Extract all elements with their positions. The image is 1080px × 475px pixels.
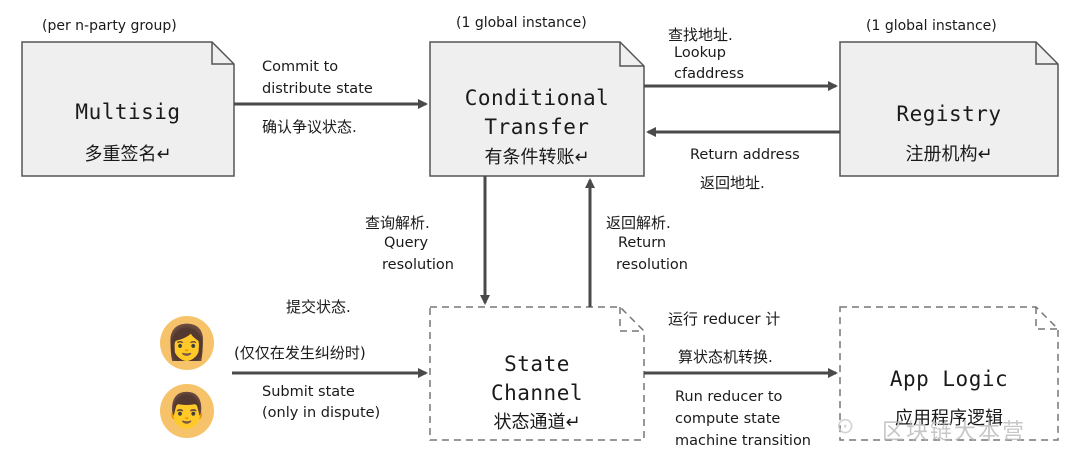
multisig-title: Multisig (75, 100, 181, 124)
commit-label-2: distribute state (262, 81, 373, 97)
return-resolution-label-2: resolution (616, 257, 688, 273)
registry-zh: 注册机构↵ (905, 144, 993, 165)
run-reducer-label-3: machine transition (675, 433, 812, 449)
query-zh: 查询解析. (365, 214, 430, 232)
lookup-label-1: Lookup (674, 45, 726, 61)
run-reducer-zh-2: 算状态机转换. (678, 348, 773, 366)
return-resolution-label-1: Return (618, 235, 667, 251)
submit-label-1: Submit state (262, 384, 355, 400)
submit-zh-2: (仅仅在发生纠纷时) (234, 344, 366, 362)
watermark-icon: ⊙ (836, 414, 855, 439)
lookup-label-2: cfaddress (674, 66, 745, 82)
query-label-1: Query (384, 235, 429, 251)
commit-zh: 确认争议状态. (262, 118, 357, 136)
conditional-transfer-title-2: Transfer (484, 115, 590, 139)
registry-title: Registry (896, 102, 1002, 126)
registry-box (839, 41, 1059, 177)
return-address-label: Return address (690, 147, 800, 163)
state-channel-title-2: Channel (490, 381, 583, 405)
return-resolution-zh: 返回解析. (606, 214, 671, 232)
multisig-zh: 多重签名↵ (84, 144, 172, 165)
multisig-caption: (per n-party group) (42, 18, 177, 34)
conditional-transfer-box (429, 41, 645, 177)
submit-label-2: (only in dispute) (262, 405, 381, 421)
run-reducer-label-2: compute state (675, 411, 781, 427)
woman-avatar-icon: 👩 (160, 316, 214, 370)
submit-zh-1: 提交状态. (286, 298, 351, 316)
app-logic-box (839, 306, 1059, 441)
app-logic-zh: 应用程序逻辑 (895, 408, 1003, 429)
run-reducer-zh-1: 运行 reducer 计 (668, 310, 781, 328)
conditional-transfer-caption: (1 global instance) (456, 15, 587, 31)
conditional-transfer-title-1: Conditional (464, 86, 610, 110)
lookup-zh: 查找地址. (668, 26, 733, 44)
watermark-text: 区块链大本营 (882, 420, 1027, 445)
registry-caption: (1 global instance) (866, 18, 997, 34)
state-channel-title-1: State (504, 352, 570, 376)
conditional-transfer-zh: 有条件转账↵ (484, 147, 590, 168)
app-logic-title: App Logic (889, 367, 1009, 391)
commit-label-1: Commit to (262, 59, 339, 75)
query-label-2: resolution (382, 257, 454, 273)
return-address-zh: 返回地址. (700, 174, 765, 192)
man-avatar-icon: 👨 (160, 384, 214, 438)
run-reducer-label-1: Run reducer to (675, 389, 783, 405)
state-channel-box (429, 306, 645, 441)
multisig-box (21, 41, 235, 177)
state-channel-zh: 状态通道↵ (493, 412, 581, 433)
